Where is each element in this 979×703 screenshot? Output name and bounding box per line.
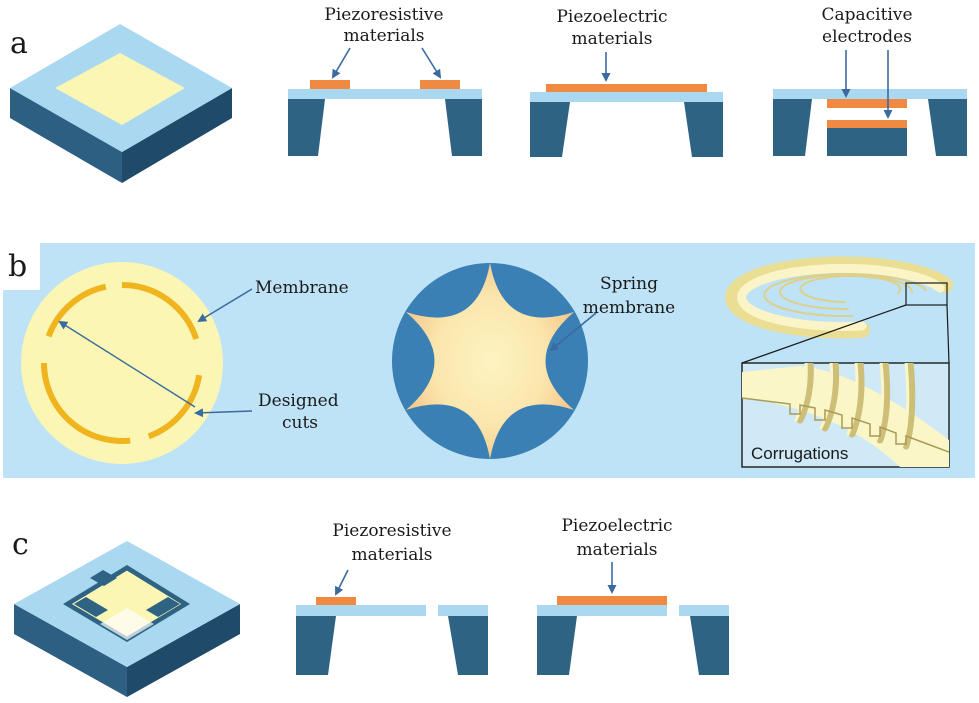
label-b-spring-2: membrane bbox=[583, 298, 675, 318]
panel-c: c Piezoresistive materials bbox=[12, 516, 729, 697]
arrow-a-piezoresistive-left bbox=[331, 47, 351, 79]
label-b-corrugations: Corrugations bbox=[751, 444, 848, 463]
label-b-designed-cuts-2: cuts bbox=[282, 413, 318, 433]
panel-a-letter: a bbox=[10, 26, 28, 61]
label-b-membrane: Membrane bbox=[255, 278, 349, 298]
label-a-piezoelectric-2: materials bbox=[571, 29, 652, 49]
panel-a-chip-3d bbox=[10, 24, 232, 183]
piezoelectric-layer-a bbox=[546, 84, 707, 92]
panel-c-chip-3d bbox=[14, 541, 240, 697]
arrow-designed-cuts-short bbox=[194, 408, 253, 418]
arrow-a-piezoresistive-right bbox=[421, 47, 442, 79]
capacitive-electrode-bottom bbox=[827, 120, 907, 128]
panel-c-letter: c bbox=[12, 527, 29, 562]
label-a-capacitive-2: electrodes bbox=[822, 27, 912, 47]
corrugation-detail bbox=[742, 363, 949, 467]
designed-cuts-arcs bbox=[41, 282, 203, 445]
spring-membrane-star bbox=[406, 263, 574, 459]
panel-a-chip-membrane bbox=[55, 53, 185, 125]
zoom-box-small bbox=[905, 282, 948, 306]
capacitive-electrode-top bbox=[827, 99, 907, 108]
arrow-spring-membrane bbox=[549, 312, 597, 352]
arrow-designed-cuts-long bbox=[58, 320, 196, 408]
panel-a-piezoresistive-section: Piezoresistive materials bbox=[288, 5, 482, 156]
label-b-designed-cuts-1: Designed bbox=[258, 391, 339, 411]
piezoresistor-c bbox=[316, 597, 356, 605]
panel-a: a Piezoresistive materials Piezoel bbox=[10, 5, 967, 183]
cut-membrane: Membrane Designed cuts bbox=[21, 262, 349, 464]
panel-c-piezoelectric-section: Piezoelectric materials bbox=[537, 516, 729, 675]
panel-a-piezoelectric-section: Piezoelectric materials bbox=[530, 7, 723, 157]
label-c-piezoelectric-1: Piezoelectric bbox=[561, 516, 672, 536]
spring-membrane: Spring membrane bbox=[392, 263, 675, 459]
panel-a-capacitive-section: Capacitive electrodes bbox=[773, 5, 967, 156]
arrow-membrane bbox=[197, 288, 253, 323]
corrugated-membrane: Corrugations bbox=[725, 256, 953, 468]
corrugated-disk bbox=[725, 256, 953, 339]
piezoresistor-left bbox=[310, 80, 350, 89]
label-b-spring-1: Spring bbox=[600, 274, 658, 294]
piezoelectric-layer-c bbox=[557, 596, 667, 605]
label-a-piezoresistive-2: materials bbox=[343, 26, 424, 46]
label-c-piezoresistive-1: Piezoresistive bbox=[332, 521, 451, 541]
arrow-c-piezoresistive bbox=[335, 569, 349, 596]
panel-b-letter: b bbox=[8, 249, 27, 284]
panel-b: b Membrane Designed cuts Spring membrane bbox=[3, 243, 975, 478]
label-c-piezoresistive-2: materials bbox=[351, 545, 432, 565]
label-a-piezoresistive-1: Piezoresistive bbox=[324, 5, 443, 25]
piezoresistor-right bbox=[420, 80, 460, 89]
panel-c-piezoresistive-section: Piezoresistive materials bbox=[296, 521, 488, 675]
label-c-piezoelectric-2: materials bbox=[576, 540, 657, 560]
label-a-capacitive-1: Capacitive bbox=[821, 5, 912, 25]
label-a-piezoelectric-1: Piezoelectric bbox=[556, 7, 667, 27]
